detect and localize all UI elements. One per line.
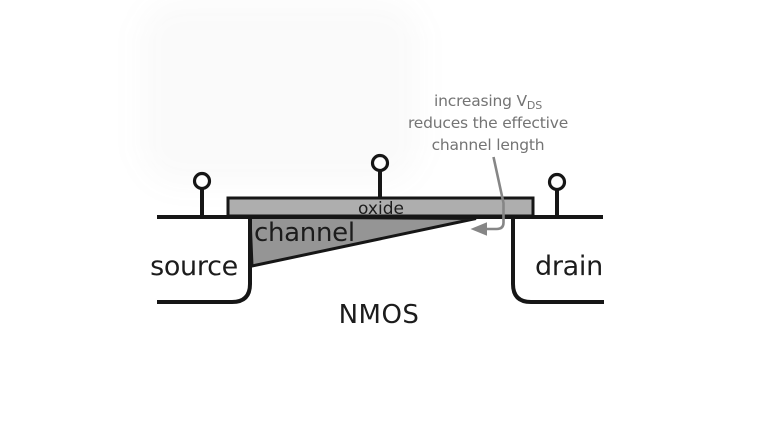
oxide-label: oxide <box>358 199 404 219</box>
figure-caption: NMOS <box>338 300 420 330</box>
drain-label: drain <box>535 251 603 282</box>
source-label: source <box>150 251 238 282</box>
annotation-line-2: reduces the effective <box>407 114 569 132</box>
annotation-leader-line <box>486 156 505 231</box>
source-terminal-contact-icon <box>192 171 212 191</box>
annotation-line-1: increasing VDS <box>434 92 542 112</box>
annotation-text: increasing VDS reduces the effective cha… <box>378 90 598 156</box>
gate-terminal <box>370 153 390 199</box>
channel-label: channel <box>254 218 355 248</box>
drain-terminal <box>547 172 567 217</box>
source-terminal <box>192 171 212 217</box>
vds-subscript: DS <box>526 99 542 112</box>
gate-terminal-contact-icon <box>370 153 390 173</box>
source-well-outline <box>157 216 252 304</box>
drain-well-outline <box>511 216 604 304</box>
pinchoff-arrow-left-icon <box>470 222 487 236</box>
drain-terminal-contact-icon <box>547 172 567 192</box>
annotation-line-3: channel length <box>431 136 545 154</box>
